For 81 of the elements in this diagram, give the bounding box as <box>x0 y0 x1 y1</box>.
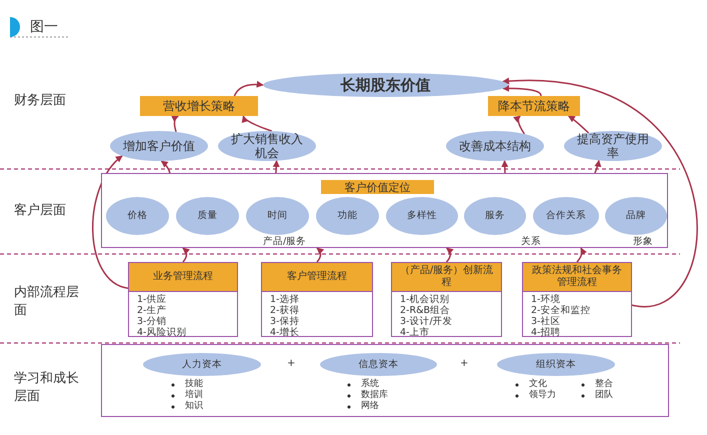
strategy-box: 营收增长策略 <box>140 96 258 116</box>
layer-label: 客户层面 <box>14 202 67 220</box>
arrow <box>92 155 128 290</box>
layer-box <box>101 173 668 248</box>
arrow <box>171 115 179 132</box>
bullet-item: 知识 <box>171 401 203 412</box>
plus-sign: + <box>460 357 470 371</box>
process-box <box>391 262 502 337</box>
attribute-ellipse: 合作关系 <box>533 197 599 235</box>
process-header: 客户管理流程 <box>262 263 372 292</box>
arrow <box>160 160 171 174</box>
process-step: 1-环境 <box>531 294 560 305</box>
bullet-item: 团队 <box>581 390 613 401</box>
process-header: （产品/服务）创新流程 <box>392 263 501 292</box>
attribute-ellipse: 质量 <box>176 197 239 235</box>
process-box <box>128 262 238 337</box>
figure-title: 图一 <box>30 18 58 36</box>
arrow <box>576 247 587 262</box>
capital-ellipse: 组织资本 <box>497 353 615 376</box>
arrow <box>242 115 272 132</box>
arrow <box>502 78 698 306</box>
arrow <box>316 247 324 262</box>
objective-ellipse: 提高资产使用率 <box>564 131 662 161</box>
process-step: 2-获得 <box>270 305 300 316</box>
layer-box <box>101 344 669 417</box>
process-header: 业务管理流程 <box>129 263 237 292</box>
arrow <box>182 247 190 262</box>
process-step: 4-招聘 <box>531 327 560 338</box>
objective-ellipse: 增加客户价值 <box>110 131 208 161</box>
attribute-ellipse: 功能 <box>316 197 379 235</box>
layer-label: 学习和成长层面 <box>14 370 80 406</box>
plus-sign: + <box>287 357 296 371</box>
strategy-box: 降本节流策略 <box>488 96 580 116</box>
arrow <box>272 160 280 174</box>
process-step: 3-保持 <box>270 316 300 327</box>
arrow <box>502 84 542 96</box>
process-step: 3-分销 <box>137 316 166 327</box>
bullet-item: 培训 <box>171 390 203 401</box>
arrow <box>446 247 454 262</box>
process-step: 1-供应 <box>137 294 166 305</box>
attribute-ellipse: 品牌 <box>605 197 667 235</box>
arrow <box>513 116 526 134</box>
bullet-item: 系统 <box>347 379 379 390</box>
group-label: 关系 <box>521 236 541 247</box>
arrow <box>568 115 590 134</box>
objective-ellipse: 改善成本结构 <box>446 131 544 161</box>
attribute-ellipse: 价格 <box>106 197 169 235</box>
bullet-item: 领导力 <box>515 390 556 401</box>
process-step: 4-上市 <box>400 327 430 338</box>
bullet-item: 整合 <box>581 379 613 390</box>
process-step: 2-R&B组合 <box>400 305 450 316</box>
bullet-item: 数据库 <box>347 390 388 401</box>
attribute-ellipse: 服务 <box>464 197 526 235</box>
process-step: 3-设计/开发 <box>400 316 453 327</box>
capital-ellipse: 人力资本 <box>143 353 261 376</box>
process-step: 1-选择 <box>270 294 300 305</box>
arrow <box>501 160 508 174</box>
layer-label: 财务层面 <box>14 92 67 110</box>
bullet-item: 文化 <box>515 379 547 390</box>
layer-label: 内部流程层面 <box>14 284 80 320</box>
value-heading: 客户价值定位 <box>321 180 434 194</box>
attribute-ellipse: 多样性 <box>386 197 458 235</box>
arrow <box>594 160 602 174</box>
process-box <box>261 262 373 337</box>
attribute-ellipse: 时间 <box>246 197 309 235</box>
process-step: 1-机会识别 <box>400 294 450 305</box>
arrow <box>234 80 264 96</box>
group-label: 形象 <box>633 236 653 247</box>
process-step: 4-风险识别 <box>137 327 186 338</box>
bullet-item: 技能 <box>171 379 203 390</box>
bullet-item: 网络 <box>347 401 379 412</box>
process-box <box>522 262 632 337</box>
process-step: 2-安全和监控 <box>531 305 590 316</box>
goal-ellipse: 长期股东价值 <box>263 73 508 97</box>
process-step: 4-增长 <box>270 327 300 338</box>
process-header: 政策法规和社会事务管理流程 <box>523 263 631 292</box>
objective-ellipse: 扩大销售收入机会 <box>218 131 316 161</box>
process-step: 2-生产 <box>137 305 166 316</box>
process-step: 3-社区 <box>531 316 560 327</box>
capital-ellipse: 信息资本 <box>320 353 437 376</box>
group-label: 产品/服务 <box>263 236 306 247</box>
